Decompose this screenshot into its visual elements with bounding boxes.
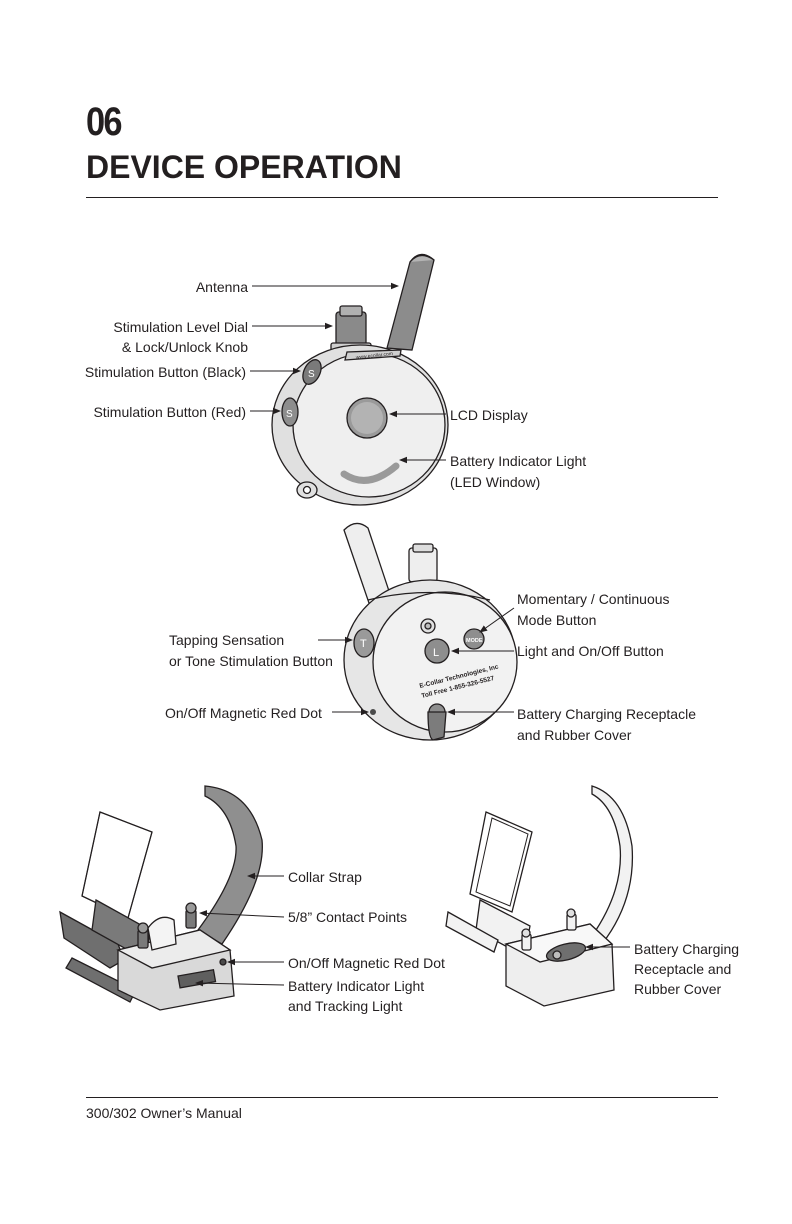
antenna-illustration — [386, 253, 435, 351]
chapter-number: 06 — [86, 100, 123, 144]
button-l-glyph: L — [433, 647, 439, 659]
label-receiver-charging-line3: Rubber Cover — [634, 981, 722, 997]
transmitter-back-illustration: E-Collar Technologies, Inc Toll Free 1-8… — [318, 522, 518, 741]
button-t-glyph: T — [360, 638, 367, 650]
charging-cover-illustration — [427, 703, 447, 741]
svg-text:S: S — [286, 409, 293, 420]
label-antenna: Antenna — [195, 279, 248, 295]
footer-rule — [86, 1097, 718, 1098]
chapter-title: DEVICE OPERATION — [86, 149, 402, 185]
label-mode-line1: Momentary / Continuous — [517, 591, 670, 607]
label-contact-points: 5/8” Contact Points — [288, 909, 408, 925]
label-receiver-battery-line2: and Tracking Light — [288, 998, 403, 1014]
contact-points-illustration — [137, 902, 197, 949]
label-charging-line2: and Rubber Cover — [517, 727, 632, 743]
label-tapping-line2: or Tone Stimulation Button — [169, 653, 333, 669]
label-collar-strap: Collar Strap — [288, 869, 362, 885]
receiver-left-body — [116, 916, 235, 1011]
label-battery-line1: Battery Indicator Light — [450, 453, 587, 469]
mode-leader — [479, 607, 515, 633]
label-receiver-charging-line1: Battery Charging — [634, 941, 740, 957]
button-mode-glyph: MODE — [466, 638, 483, 644]
led-window-illustration — [340, 462, 400, 484]
contact-points-leader — [199, 910, 285, 918]
mode-button-illustration: MODE — [463, 628, 485, 650]
svg-text:S: S — [308, 369, 315, 380]
receiver-charging-cover-illustration — [545, 942, 587, 962]
receiver-right-contacts — [521, 908, 577, 951]
receiver-battery-leader — [195, 979, 285, 987]
label-receiver-battery-line1: Battery Indicator Light — [288, 978, 425, 994]
label-battery-line2: (LED Window) — [450, 474, 541, 490]
receiver-right-illustration — [445, 785, 634, 1007]
footer-manual-title: 300/302 Owner’s Manual — [86, 1105, 242, 1121]
header-rule — [86, 197, 718, 198]
label-charging-line1: Battery Charging Receptacle — [517, 706, 696, 722]
receiver-left-illustration — [59, 785, 285, 1011]
label-lcd: LCD Display — [450, 407, 528, 423]
dial-back-illustration — [408, 543, 438, 583]
label-onoff-dot: On/Off Magnetic Red Dot — [165, 705, 322, 721]
collar-strap-illustration — [197, 785, 263, 945]
tapping-button-illustration: T — [353, 628, 375, 658]
label-stim-black: Stimulation Button (Black) — [84, 364, 246, 380]
label-stim-red: Stimulation Button (Red) — [93, 404, 246, 420]
label-mode-line2: Mode Button — [517, 612, 597, 628]
screw-illustration — [420, 618, 436, 634]
label-stim-dial-line2: & Lock/Unlock Knob — [121, 339, 248, 355]
onoff-red-dot-illustration — [370, 709, 376, 715]
antenna-back-illustration — [343, 522, 393, 607]
body-print-url: www.ecollar.com — [356, 351, 394, 361]
label-tapping-line1: Tapping Sensation — [169, 632, 285, 648]
stimulation-red-button-illustration: S — [281, 397, 299, 427]
label-light-onoff: Light and On/Off Button — [517, 643, 664, 659]
light-onoff-button-illustration: L — [424, 638, 450, 664]
transmitter-front-illustration: www.ecollar.com S S — [250, 253, 449, 506]
lcd-display-illustration — [346, 397, 388, 439]
label-stim-dial-line1: Stimulation Level Dial — [113, 319, 248, 335]
stimulation-black-button-illustration: S — [302, 359, 322, 385]
label-receiver-onoff-dot: On/Off Magnetic Red Dot — [288, 955, 445, 971]
label-receiver-charging-line2: Receptacle and — [634, 961, 732, 977]
